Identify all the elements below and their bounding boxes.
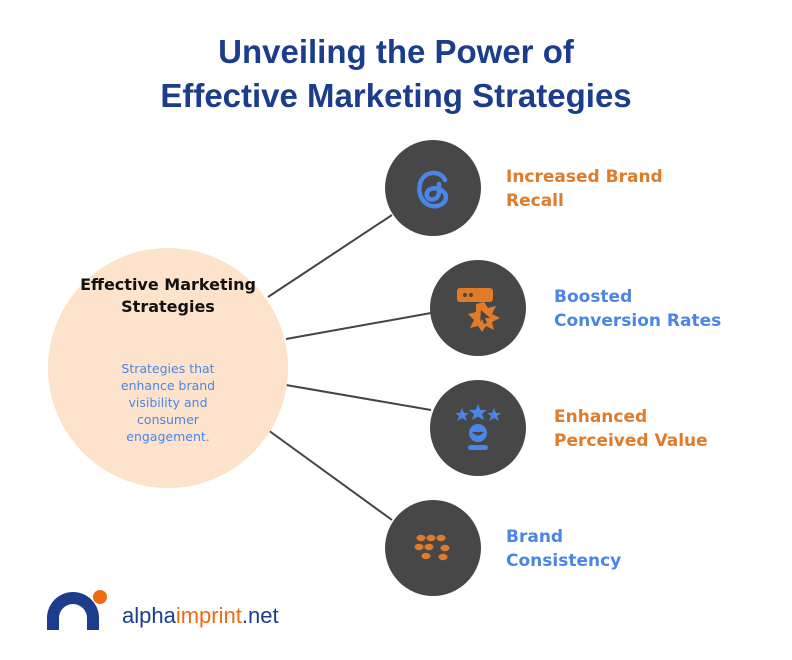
item-label-line: Conversion Rates (554, 311, 722, 331)
connector-3 (285, 384, 432, 411)
item-label-line: Perceived Value (554, 431, 708, 451)
node-brand-consistency (385, 500, 481, 596)
item-label-conversion: Boosted Conversion Rates (554, 285, 721, 333)
center-description: Strategies that enhance brand visibility… (120, 361, 216, 444)
logo-part-imprint: imprint (175, 603, 242, 628)
logo-part-net: .net (241, 603, 279, 628)
page-title: Unveiling the Power of Effective Marketi… (0, 30, 792, 118)
item-label-line: Increased Brand (506, 167, 663, 187)
connector-2 (285, 312, 432, 340)
logo-text: alphaimprint.net (122, 603, 279, 629)
node-perceived-value (430, 380, 526, 476)
item-label-line: Brand (506, 527, 564, 547)
connector-4 (267, 429, 393, 521)
item-label-brand-recall: Increased Brand Recall (506, 165, 663, 213)
item-label-brand-consistency: Brand Consistency (506, 525, 621, 573)
alphaimprint-logo-icon (47, 590, 107, 630)
node-brand-recall (385, 140, 481, 236)
title-line-1: Unveiling the Power of (218, 33, 574, 70)
title-line-2: Effective Marketing Strategies (160, 77, 632, 114)
center-node: Effective Marketing Strategies Strategie… (48, 248, 288, 488)
logo-part-alpha: alpha (122, 603, 176, 628)
threads-icon (417, 170, 449, 209)
connector-1 (267, 214, 393, 298)
user-rating-stars-icon (455, 404, 501, 450)
blackberry-icon (414, 534, 450, 561)
item-label-perceived-value: Enhanced Perceived Value (554, 405, 708, 453)
item-label-line: Enhanced (554, 407, 648, 427)
click-conversion-icon (457, 288, 500, 332)
node-conversion (430, 260, 526, 356)
item-label-line: Consistency (506, 551, 622, 571)
item-label-line: Recall (506, 191, 564, 211)
center-heading: Effective Marketing Strategies (80, 275, 256, 316)
item-label-line: Boosted (554, 287, 633, 307)
